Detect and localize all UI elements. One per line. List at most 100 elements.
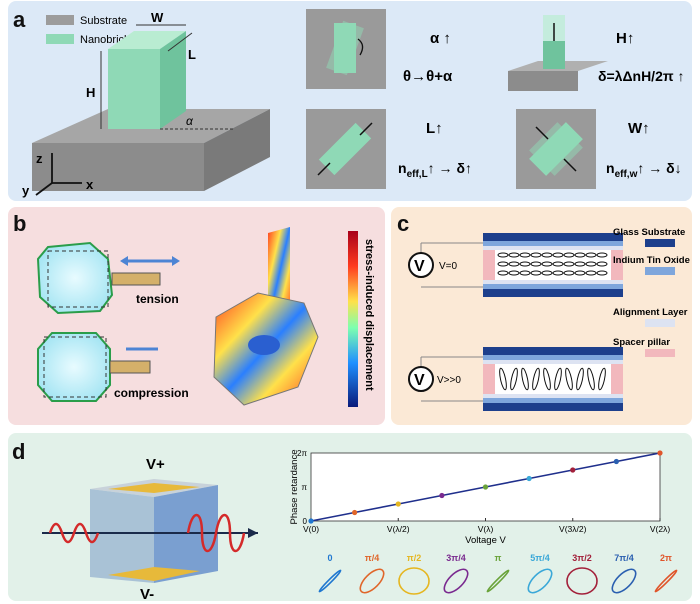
lc-molecule	[510, 367, 518, 391]
lc-molecule	[596, 261, 608, 267]
panel-b-label: b	[13, 211, 27, 236]
legend-swatch	[645, 267, 675, 275]
lc-molecule	[499, 367, 507, 391]
lc-molecule	[574, 270, 586, 276]
polarization-ellipse	[443, 568, 469, 594]
lc-molecule	[530, 261, 542, 267]
legend-label: Indium Tin Oxide	[613, 255, 690, 266]
legend-label: Spacer pillar	[613, 337, 670, 348]
svg-text:neff,L↑ → δ↑: neff,L↑ → δ↑	[398, 160, 472, 180]
lc-molecule	[576, 367, 584, 391]
l-nanobrick	[318, 122, 372, 176]
colorbar-label: stress-induced displacement	[363, 239, 375, 391]
phase-label: 3π/4	[446, 553, 465, 563]
legend-substrate-swatch	[46, 15, 74, 25]
dim-h: H	[86, 85, 95, 100]
phase-label: π	[495, 553, 502, 563]
x-tick-label: V(0)	[303, 524, 319, 534]
panel-b-diagram: tension compression stress-induced displ…	[36, 227, 375, 407]
y-tick-label: 2π	[297, 449, 307, 458]
l-formula-tail: ↑ → δ↑	[428, 160, 472, 176]
data-point	[526, 475, 532, 482]
data-point	[482, 484, 489, 490]
phase-label: π/4	[365, 553, 379, 563]
axis-y: y	[22, 183, 30, 198]
tension-strip	[111, 272, 161, 286]
h-nanobrick	[543, 41, 565, 69]
w-title: W↑	[628, 120, 650, 137]
panel-c: c V V=0	[391, 207, 692, 425]
panel-b: b	[8, 207, 385, 425]
axis-x: x	[86, 177, 94, 192]
l-formula-sub: eff,L	[407, 169, 428, 180]
lc-cell-on	[483, 347, 623, 411]
fem-displacement-model	[213, 227, 319, 406]
compression-strip	[109, 360, 151, 374]
x-tick-label: V(λ)	[478, 524, 494, 534]
phase-label: 2π	[660, 553, 672, 563]
lc-molecule	[497, 252, 509, 258]
polarization-ellipse	[527, 568, 553, 594]
panel-d-label: d	[12, 439, 26, 464]
lc-cube	[90, 479, 218, 583]
polarization-ellipse	[486, 569, 510, 593]
x-tick-label: V(3λ/2)	[559, 524, 587, 534]
phase-label: π/2	[407, 553, 421, 563]
lc-molecule	[541, 252, 553, 258]
svg-text:neff,w↑ → δ↓: neff,w↑ → δ↓	[606, 160, 682, 180]
lc-molecule	[519, 270, 531, 276]
lc-molecule	[541, 270, 553, 276]
dim-w: W	[151, 10, 164, 25]
l-formula-main: n	[398, 160, 407, 176]
panel-c-label: c	[397, 211, 410, 236]
alpha-title: α ↑	[430, 30, 451, 47]
phase-label: 7π/4	[614, 553, 633, 563]
lc-molecule	[497, 261, 509, 267]
y-tick-label: 0	[303, 517, 308, 526]
data-point	[439, 492, 445, 499]
linear-wave-icon	[48, 522, 100, 544]
rotation-arrow-icon	[357, 38, 364, 56]
phase-label: 5π/4	[530, 553, 549, 563]
panel-a-label: a	[13, 7, 26, 32]
lc-molecule	[574, 252, 586, 258]
polarization-ellipse	[359, 568, 385, 594]
legend-swatch	[645, 349, 675, 357]
y-tick-label: π	[301, 483, 307, 492]
dim-l: L	[188, 47, 196, 62]
voltage-on-label: V>>0	[437, 375, 461, 386]
lc-molecule	[585, 252, 597, 258]
helical-wave-icon	[186, 513, 246, 553]
lc-molecule	[563, 261, 575, 267]
lc-molecule	[585, 270, 597, 276]
width-arrow-icon	[535, 126, 549, 140]
axis-z: z	[36, 151, 43, 166]
h-substrate	[508, 71, 578, 91]
polarization-ellipse	[611, 568, 637, 594]
lc-molecule	[587, 367, 595, 391]
polarization-ellipse	[318, 569, 342, 593]
data-point	[308, 518, 314, 524]
x-axis-label: Voltage V	[465, 535, 506, 546]
h-title: H↑	[616, 30, 634, 47]
panel-d-diagram: V+ V- 0π2πV(0)V(λ/2)V(λ)V(3λ/2)V(2λ)Volt…	[42, 449, 678, 601]
nanobrick	[108, 31, 186, 129]
panel-a-diagram: Substrate Nanobrick W L H α z x	[22, 9, 684, 198]
y-axis-label: Phase retardance	[289, 450, 300, 525]
lc-molecule	[530, 252, 542, 258]
legend-substrate-label: Substrate	[80, 15, 127, 27]
lc-molecule	[596, 252, 608, 258]
lc-molecule	[521, 367, 529, 391]
voltage-symbol-off: V	[414, 258, 425, 275]
lc-molecule	[543, 367, 551, 391]
lc-molecule	[563, 252, 575, 258]
voltage-symbol-on: V	[414, 372, 425, 389]
voltage-off-label: V=0	[439, 261, 458, 272]
lc-molecule	[508, 261, 520, 267]
x-tick-label: V(λ/2)	[387, 524, 410, 534]
length-arrow-icon	[359, 122, 373, 136]
lc-molecule	[563, 270, 575, 276]
lc-molecule	[596, 270, 608, 276]
voltage-source-on-icon	[408, 366, 434, 392]
